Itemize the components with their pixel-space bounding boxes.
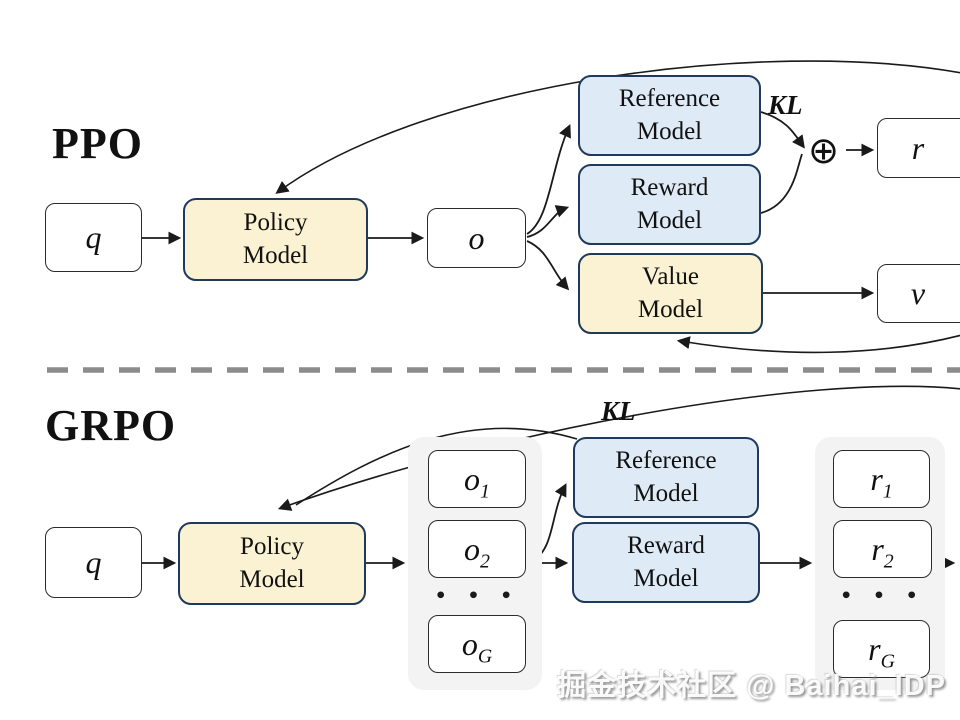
ppo-query-box: q	[45, 203, 142, 272]
ppo-reference-model-box: Reference Model	[578, 75, 761, 156]
grpo-reward-g-box: rG	[833, 620, 930, 678]
plus-circle-icon: ⊕	[808, 129, 840, 172]
ppo-value-model-label: Value Model	[637, 263, 704, 323]
grpo-output-g-label: oG	[461, 625, 493, 667]
arrow-ppo-return-to-value	[676, 334, 960, 354]
watermark-text: 掘金技术社区 @ Baihai_IDP	[557, 670, 946, 702]
grpo-reward-g-label: rG	[868, 630, 895, 672]
ppo-section-title: PPO	[52, 119, 143, 168]
grpo-output-2-box: o2	[428, 520, 526, 578]
grpo-rewards-ellipsis: • • •	[840, 585, 925, 607]
ppo-reference-model-label: Reference Model	[618, 85, 721, 145]
ppo-reward-model-label: Reward Model	[630, 174, 709, 234]
grpo-query-label: q	[85, 544, 102, 580]
ppo-value-output-label: v	[910, 275, 926, 311]
grpo-policy-model-box: Policy Model	[178, 522, 366, 605]
arrow-ppo-o-to-reference	[526, 124, 571, 235]
ppo-reward-model-box: Reward Model	[578, 164, 761, 245]
arrow-ppo-reference-to-plus	[760, 111, 805, 149]
arrow-ppo-o-to-value	[526, 240, 570, 291]
ppo-reward-output-label: r	[911, 129, 925, 166]
grpo-reward-model-box: Reward Model	[572, 522, 760, 603]
grpo-policy-model-label: Policy Model	[239, 533, 305, 593]
grpo-output-1-box: o1	[428, 450, 526, 508]
arrow-ppo-reward-to-plus	[760, 153, 803, 214]
arrow-grpo-return-to-policy	[277, 385, 960, 511]
grpo-reward-2-box: r2	[833, 520, 932, 578]
grpo-output-2-label: o2	[464, 530, 490, 572]
grpo-reward-model-label: Reward Model	[627, 532, 705, 592]
ppo-reward-output-box: r	[877, 118, 960, 178]
ppo-output-label: o	[468, 219, 485, 256]
ppo-output-box: o	[427, 208, 526, 268]
arrow-ppo-o-to-reward	[526, 205, 570, 238]
grpo-query-box: q	[45, 527, 142, 598]
grpo-reference-model-box: Reference Model	[573, 437, 759, 518]
ppo-policy-model-label: Policy Model	[242, 209, 309, 269]
grpo-output-g-box: oG	[428, 615, 526, 673]
ppo-value-output-box: v	[877, 264, 960, 323]
ppo-kl-label: KL	[768, 90, 803, 120]
grpo-kl-label: KL	[601, 396, 636, 426]
grpo-reward-2-label: r2	[871, 530, 894, 572]
grpo-reference-model-label: Reference Model	[615, 447, 717, 507]
grpo-reward-1-box: r1	[833, 450, 930, 508]
grpo-reward-1-label: r1	[870, 460, 893, 502]
ppo-value-model-box: Value Model	[578, 253, 763, 334]
ppo-query-label: q	[85, 219, 102, 255]
grpo-section-title: GRPO	[45, 401, 177, 450]
ppo-policy-model-box: Policy Model	[183, 198, 368, 281]
grpo-outputs-ellipsis: • • •	[434, 585, 520, 607]
grpo-output-1-label: o1	[464, 460, 490, 502]
